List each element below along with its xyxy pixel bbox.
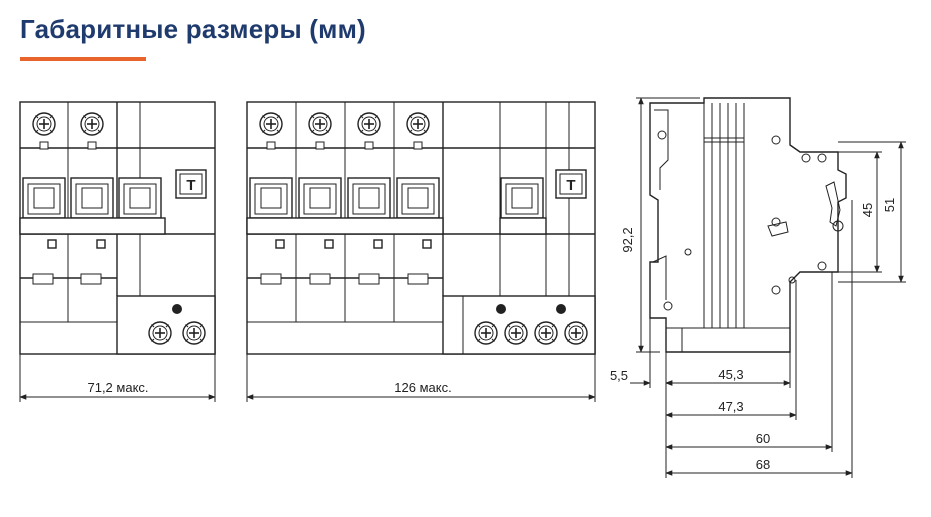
depth-label-45: 45,3 (718, 367, 743, 382)
height-label-92: 92,2 (620, 227, 635, 252)
offset-label: 5,5 (610, 368, 628, 383)
front-view-2pole (19, 101, 216, 402)
width-label-2pole: 71,2 макс. (87, 380, 148, 395)
test-button-label-4pole: T (566, 177, 575, 194)
page-title: Габаритные размеры (мм) (20, 14, 366, 44)
depth-label-68: 68 (756, 457, 770, 472)
test-button-label-2pole: T (186, 177, 195, 194)
depth-label-60: 60 (756, 431, 770, 446)
title-underline (20, 57, 146, 61)
depth-label-47: 47,3 (718, 399, 743, 414)
height-label-45: 45 (860, 203, 875, 217)
width-label-4pole: 126 макс. (394, 380, 451, 395)
height-label-51: 51 (882, 198, 897, 212)
front-view-4pole (246, 101, 596, 402)
side-view (649, 97, 847, 353)
side-view-dimensions (630, 97, 906, 478)
